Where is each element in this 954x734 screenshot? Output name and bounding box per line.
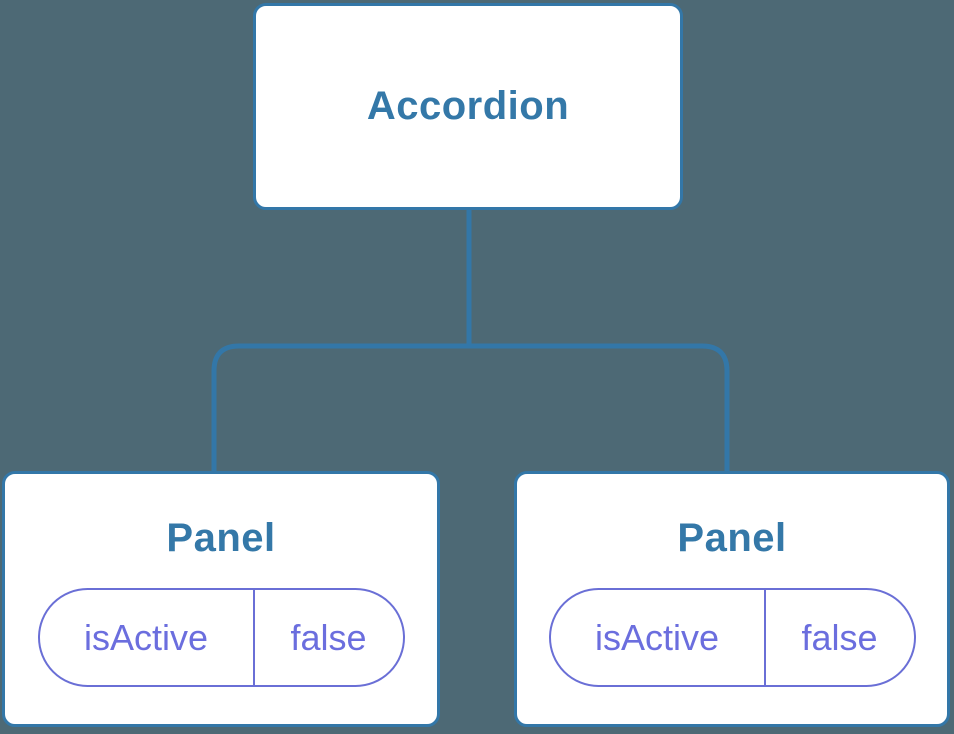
panel-node-left: Panel isActive false <box>2 471 440 727</box>
accordion-node: Accordion <box>253 3 683 210</box>
state-value-label: false <box>763 590 914 685</box>
state-value-label: false <box>252 590 403 685</box>
state-key-label: isActive <box>594 616 720 658</box>
state-pill: isActive false <box>37 588 405 687</box>
panel-node-label: Panel <box>677 516 787 560</box>
state-key-label: isActive <box>83 616 209 658</box>
panel-node-right: Panel isActive false <box>514 471 950 727</box>
connector-branch <box>211 343 730 473</box>
state-pill: isActive false <box>548 588 916 687</box>
panel-node-label: Panel <box>166 516 276 560</box>
accordion-node-label: Accordion <box>366 84 570 128</box>
